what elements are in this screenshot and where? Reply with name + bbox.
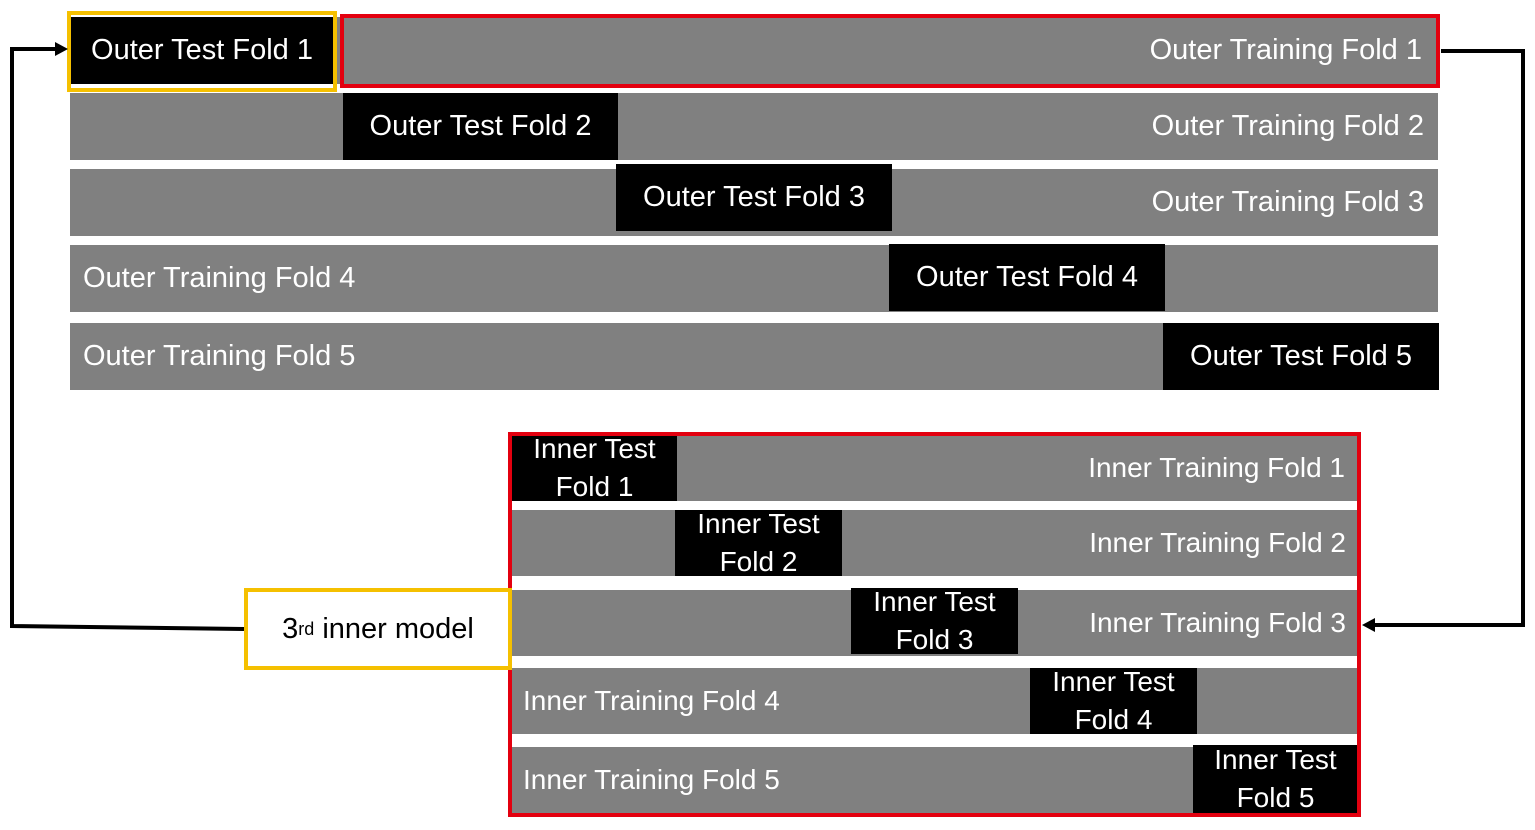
- inner-training-fold-1-label: Inner Training Fold 1: [1088, 452, 1345, 483]
- train-to-inner-arrowhead-icon: [1362, 618, 1375, 632]
- outer-test-fold-2-label: Outer Test Fold 2: [369, 110, 592, 142]
- outer-test-fold-1-label: Outer Test Fold 1: [91, 34, 313, 66]
- model-ordinal-suffix: rd: [298, 618, 315, 639]
- inner-test-fold-2: Inner Test Fold 2: [675, 508, 842, 577]
- inner-test-fold-4: Inner Test Fold 4: [1030, 666, 1197, 735]
- outer-training-highlight-frame: [340, 14, 1440, 88]
- inner-training-fold-3-label: Inner Training Fold 3: [1089, 607, 1346, 638]
- outer-test-fold-5: Outer Test Fold 5: [1163, 323, 1439, 390]
- inner-test-fold-4-label: Inner Test Fold 4: [1052, 666, 1175, 735]
- outer-training-fold-1-label: Outer Training Fold 1: [1149, 34, 1422, 66]
- outer-test-highlight-frame: [67, 11, 337, 92]
- train-to-inner-arrow-line: [1372, 49, 1525, 627]
- return-arrow-line: [10, 47, 245, 631]
- inner-test-fold-2-label: Inner Test Fold 2: [697, 508, 820, 577]
- outer-test-fold-3: Outer Test Fold 3: [616, 164, 892, 231]
- outer-test-fold-1: Outer Test Fold 1: [70, 17, 334, 84]
- inner-row-4-bar: [512, 668, 1357, 734]
- inner-test-fold-5-label: Inner Test Fold 5: [1214, 744, 1337, 813]
- outer-training-fold-4-label: Outer Training Fold 4: [83, 262, 356, 294]
- inner-training-fold-2-label: Inner Training Fold 2: [1089, 527, 1346, 558]
- outer-test-fold-2: Outer Test Fold 2: [343, 93, 618, 160]
- inner-test-fold-3: Inner Test Fold 3: [851, 586, 1018, 655]
- outer-row-2-bar: [70, 93, 1438, 160]
- model-ordinal: 3: [282, 612, 299, 645]
- inner-training-fold-5-label: Inner Training Fold 5: [523, 764, 780, 795]
- inner-test-fold-3-label: Inner Test Fold 3: [873, 586, 996, 655]
- outer-row-4-bar: [70, 245, 1438, 312]
- outer-training-fold-2-label: Outer Training Fold 2: [1151, 110, 1424, 142]
- inner-test-fold-1-label: Inner Test Fold 1: [533, 433, 656, 502]
- inner-test-fold-5: Inner Test Fold 5: [1193, 744, 1358, 813]
- outer-training-fold-5-label: Outer Training Fold 5: [83, 340, 356, 372]
- outer-test-fold-5-label: Outer Test Fold 5: [1190, 340, 1412, 372]
- inner-test-fold-1: Inner Test Fold 1: [512, 433, 677, 502]
- inner-training-fold-4-label: Inner Training Fold 4: [523, 685, 780, 716]
- outer-test-fold-4: Outer Test Fold 4: [889, 244, 1165, 311]
- outer-test-fold-3-label: Outer Test Fold 3: [643, 181, 865, 213]
- outer-training-fold-3-label: Outer Training Fold 3: [1151, 186, 1424, 218]
- outer-test-fold-4-label: Outer Test Fold 4: [916, 261, 1138, 293]
- model-label: inner model: [322, 612, 474, 645]
- inner-row-2-bar: [512, 510, 1357, 576]
- return-arrowhead-icon: [55, 42, 68, 56]
